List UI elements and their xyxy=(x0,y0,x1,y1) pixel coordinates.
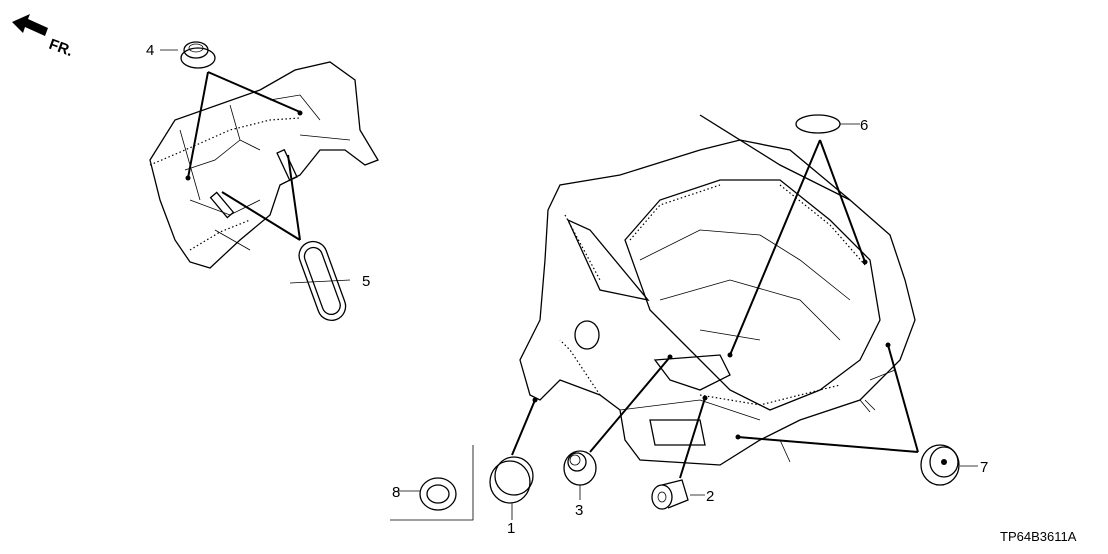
callout-8: 8 xyxy=(392,484,400,501)
part-5-grommet xyxy=(298,240,347,321)
part-6-seal xyxy=(795,114,841,134)
part-4-grommet xyxy=(180,41,216,69)
part-3-grommet xyxy=(563,450,597,486)
front-direction-label: FR. xyxy=(47,36,76,60)
part-1-grommet xyxy=(489,456,534,504)
front-floor-body xyxy=(149,61,379,269)
callout-3: 3 xyxy=(575,502,583,519)
callout-2: 2 xyxy=(706,488,714,505)
callout-1: 1 xyxy=(507,520,515,537)
callout-6: 6 xyxy=(860,117,868,134)
part-7-grommet xyxy=(920,444,960,486)
diagram-code: TP64B3611A xyxy=(1000,529,1077,544)
part-2-clip xyxy=(651,479,689,510)
part-8-grommet xyxy=(390,445,474,521)
callout-7: 7 xyxy=(980,459,988,476)
rear-body xyxy=(519,114,916,466)
leader-lines xyxy=(160,49,978,520)
callout-4: 4 xyxy=(146,42,154,59)
front-direction-arrow-icon xyxy=(12,14,48,36)
callout-5: 5 xyxy=(362,273,370,290)
